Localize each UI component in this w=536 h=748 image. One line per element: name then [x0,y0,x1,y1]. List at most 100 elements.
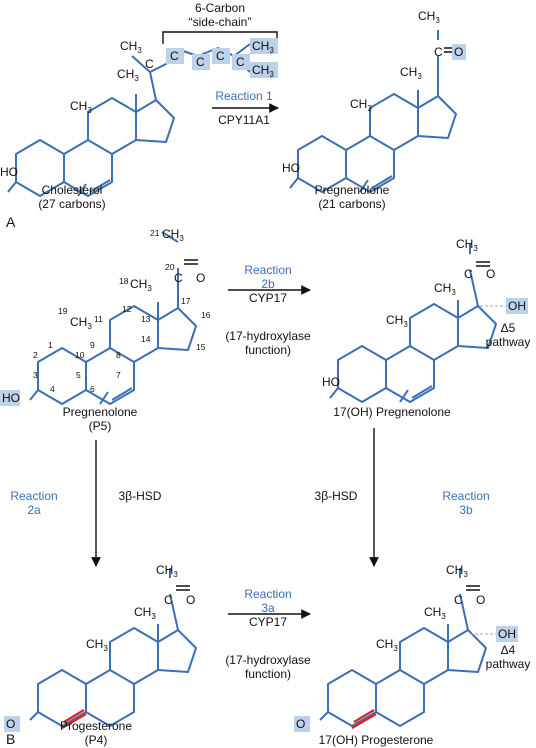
reaction-3a-line1: Reaction [244,587,291,601]
pregnenolone-a-sub: (21 carbons) [318,197,385,211]
preg-b-c21: CH3 [162,227,184,243]
side-chain-line1: 6-Carbon [195,1,245,15]
reaction-3a-fn2: function) [245,667,291,681]
prog-ch3-18: CH3 [134,605,156,621]
oh-progesterone-o-highlight [294,716,310,732]
progesterone-o-highlight [4,716,20,732]
reaction-3a-line2: 3a [261,601,275,615]
reaction-2b-line1: Reaction [244,263,291,277]
preg-b-o: O [196,271,205,285]
oh-pregnenolone-structure [329,244,497,403]
reaction-1-enzyme: CPY11A1 [218,113,270,127]
num-13: 13 [141,314,151,324]
oh-progesterone-oh-highlight [496,626,518,642]
chol-c2: C [196,55,205,69]
num-11: 11 [94,314,103,324]
num-21: 21 [150,228,160,238]
preg-b-ho: HO [2,391,20,405]
num-17: 17 [181,296,191,306]
num-15: 15 [196,342,206,352]
reaction-2b-line2: 2b [261,277,275,291]
num-9: 9 [90,340,95,350]
num-2: 2 [33,350,38,360]
chol-c1: C [170,49,179,63]
preg-a-o: O [454,45,463,59]
preg-a-ch3-19: CH3 [350,97,372,113]
preg-a-ho: HO [282,161,300,175]
chol-ch3-a: CH3 [252,39,274,55]
oh-progesterone-name: 17(OH) Progesterone [319,733,434,747]
oh-preg-ch3-19: CH3 [386,313,408,329]
num-6: 6 [90,384,95,394]
prog-o-3: O [6,717,15,731]
reaction-2a-enzyme: 3β-HSD [119,489,162,503]
num-5: 5 [76,370,81,380]
chol-c-sc: C [145,57,154,71]
pregnenolone-a-structure [289,30,458,193]
pregnenolone-b-name: Pregnenolone [63,405,138,419]
num-8: 8 [116,350,121,360]
chol-c4: C [236,55,245,69]
panel-b-label: B [6,731,15,747]
num-10: 10 [75,350,85,360]
reaction-3b-enzyme: 3β-HSD [315,489,358,503]
preg-a-c: C [434,45,443,59]
chol-ch3-b: CH3 [252,63,274,79]
oh-preg-oh: OH [508,299,526,313]
side-chain-line2: “side-chain” [189,15,252,29]
oh-prog-ch3-19: CH3 [376,637,398,653]
oh-prog-o: O [476,593,485,607]
num-3: 3 [33,370,38,380]
cholesterol-c-highlight-1 [166,48,184,64]
progesterone-name: Progesterone [60,719,132,733]
cholesterol-c-highlight-4 [232,54,250,70]
chol-ho: HO [0,165,18,179]
reaction-2a-line2: 2a [27,503,41,517]
pregnenolone-a-name: Pregnenolone [315,183,390,197]
num-7: 7 [116,370,121,380]
chol-ch3-19: CH3 [70,99,92,115]
delta5-label: Δ5 [501,321,516,335]
prog-o: O [186,593,195,607]
oh-preg-o: O [486,267,495,281]
cholesterol-name: Cholesterol [42,183,103,197]
num-14: 14 [141,334,151,344]
preg-b-ch3-18: CH3 [130,277,152,293]
oh-prog-ch3-top: CH3 [446,563,468,579]
oh-pregnenolone-oh-highlight [506,298,528,314]
cholesterol-c-highlight-2 [192,54,210,70]
reaction-2b-fn2: function) [245,343,291,357]
chol-ch3-18: CH3 [117,67,139,83]
reaction-3b-line2: 3b [459,503,473,517]
cholesterol-sub: (27 carbons) [38,197,105,211]
num-4: 4 [50,384,55,394]
delta4-label: Δ4 [501,643,516,657]
pregnenolone-b-structure [29,231,198,405]
prog-ch3-top: CH3 [156,563,178,579]
oh-prog-c: C [454,593,463,607]
delta4-word: pathway [486,657,531,671]
delta5-word: pathway [486,335,531,349]
prog-ch3-19: CH3 [86,637,108,653]
oh-progesterone-structure [319,568,487,730]
preg-a-ch3-top: CH3 [418,9,440,25]
reaction-2b-enzyme: CYP17 [249,291,287,305]
pregnenolone-b-ho-highlight [0,390,20,406]
oh-pregnenolone-name: 17(OH) Pregnenolone [333,405,451,419]
oh-preg-ch3-18: CH3 [434,281,456,297]
panel-a-label: A [6,214,16,230]
chol-c3: C [216,49,225,63]
oh-preg-ch3-top: CH3 [456,237,478,253]
reaction-1-label: Reaction 1 [215,89,273,103]
cholesterol-ch3-highlight-2 [250,62,278,78]
pregnenolone-a-o-highlight [452,44,466,60]
reaction-2b-fn1: (17-hydroxylase [225,329,311,343]
pregnenolone-b-sub: (P5) [89,419,112,433]
preg-b-ch3-19: CH3 [70,315,92,331]
oh-preg-ho: HO [322,375,340,389]
oh-prog-oh: OH [498,627,516,641]
preg-a-ch3-18: CH3 [400,65,422,81]
cholesterol-ch3-highlight-1 [250,38,278,54]
progesterone-structure [29,568,197,730]
reaction-2a-line1: Reaction [10,489,57,503]
